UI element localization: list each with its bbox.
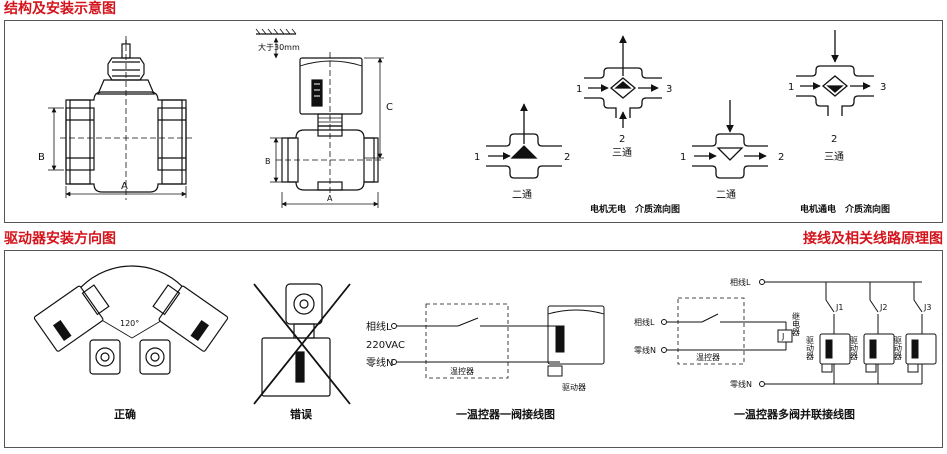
orientation-wrong	[253, 283, 351, 405]
single-voltage-label: 220VAC	[366, 340, 405, 351]
dim-a-right-label: A	[327, 194, 333, 203]
contact-j1-label: J1	[835, 303, 843, 312]
multi-wiring-diagram	[661, 279, 937, 387]
multi-neutral-label: 零线N	[634, 345, 656, 355]
single-thermostat-label: 温控器	[450, 366, 474, 376]
single-neutral-label: 零线N	[366, 356, 393, 369]
flow-on-caption: 电机通电 介质流向图	[800, 203, 890, 215]
flow-off-three-way-port2: 2	[619, 134, 625, 145]
actuator-2-label: 驱动器	[850, 336, 859, 361]
flow-off-three-way-port3: 3	[666, 84, 672, 95]
wiring-section-title: 接线及相关线路原理图	[803, 231, 943, 247]
multi-live-top-label: 相线L	[730, 277, 751, 287]
flow-off-two-way-caption: 二通	[512, 189, 532, 201]
structure-panel	[4, 20, 943, 223]
dim-c-label: C	[386, 102, 393, 113]
flow-on-two-way-port2: 2	[778, 152, 784, 163]
valve-side-view	[255, 28, 384, 208]
flow-off-three-way-port1: 1	[576, 84, 582, 95]
flow-off-two-way	[486, 103, 562, 179]
actuator-section-title: 驱动器安装方向图	[4, 231, 116, 247]
orientation-correct-caption: 正确	[114, 407, 136, 421]
flow-off-three-way-caption: 三通	[612, 147, 632, 159]
single-live-label: 相线L	[366, 320, 392, 333]
dim-a-left-label: A	[121, 181, 128, 192]
single-wiring-diagram	[391, 303, 605, 379]
flow-on-three-way	[796, 30, 874, 116]
flow-on-three-way-caption: 三通	[824, 151, 844, 163]
contact-j2-label: J2	[879, 303, 887, 312]
single-wiring-caption: 一温控器一阀接线图	[456, 407, 555, 421]
flow-on-three-way-port2: 2	[831, 134, 837, 145]
valve-front-view	[48, 36, 192, 200]
multi-thermostat-label: 温控器	[696, 352, 720, 362]
flow-off-two-way-port1: 1	[474, 152, 480, 163]
dim-b-right-label: B	[265, 157, 271, 166]
wiring-panel	[4, 250, 943, 448]
flow-on-two-way-caption: 二通	[716, 189, 736, 201]
relay-label: 继电器	[792, 311, 801, 337]
multi-wiring-caption: 一温控器多阀并联接线图	[734, 407, 855, 421]
dim-b-left-label: B	[38, 152, 45, 163]
orientation-angle-label: 120°	[120, 319, 139, 328]
structure-section-title: 结构及安装示意图	[4, 1, 116, 17]
contact-j3-label: J3	[923, 303, 931, 312]
flow-off-three-way	[584, 35, 662, 128]
single-actuator-label: 驱动器	[562, 382, 586, 392]
multi-live-label: 相线L	[634, 317, 655, 327]
flow-on-two-way	[692, 100, 768, 179]
orientation-wrong-caption: 错误	[290, 407, 313, 421]
orientation-correct	[33, 265, 229, 375]
mount-clearance-note: 大于30mm	[258, 42, 300, 52]
actuator-3-label: 驱动器	[894, 336, 903, 361]
flow-off-two-way-port2: 2	[564, 152, 570, 163]
flow-on-three-way-port1: 1	[788, 82, 794, 93]
multi-neutral-bottom-label: 零线N	[730, 379, 752, 389]
flow-on-three-way-port3: 3	[880, 82, 886, 93]
flow-off-caption: 电机无电 介质流向图	[590, 203, 680, 215]
actuator-1-label: 驱动器	[806, 336, 815, 361]
flow-on-two-way-port1: 1	[680, 152, 686, 163]
relay-coil-label: J	[781, 332, 784, 341]
